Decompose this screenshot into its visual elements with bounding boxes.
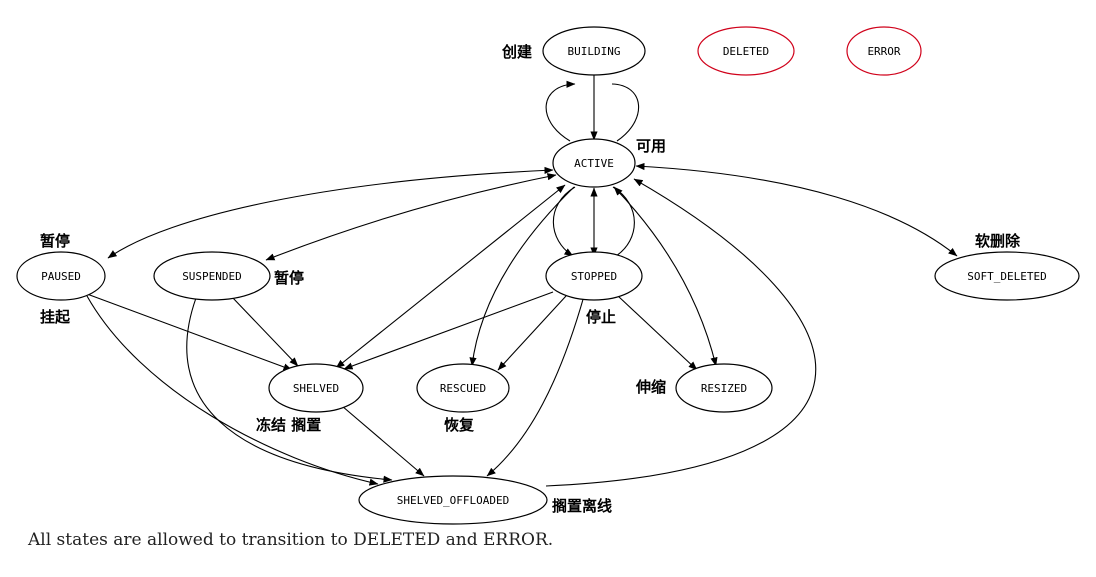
node-building-label: BUILDING — [568, 45, 621, 58]
annotation-stop: 停止 — [586, 308, 616, 326]
edge-active-loop-right — [611, 83, 640, 142]
annotation-suspend: 挂起 — [40, 308, 71, 326]
edge-active-loop-left — [545, 80, 576, 142]
node-rescued-label: RESCUED — [440, 382, 486, 395]
annotations: 创建 可用 暂停 暂停 挂起 停止 软删除 冻结 搁置 伸缩 恢复 搁置离线 — [40, 43, 1021, 515]
annotation-freeze-shelve: 冻结 搁置 — [256, 416, 321, 434]
node-suspended: SUSPENDED — [153, 251, 271, 301]
annotation-pause-top: 暂停 — [40, 232, 70, 250]
annotation-shelve-offload: 搁置离线 — [552, 497, 612, 515]
node-shelved-offloaded-label: SHELVED_OFFLOADED — [397, 494, 510, 507]
edge-active-suspended — [265, 173, 557, 261]
annotation-pause-suspend: 暂停 — [274, 269, 304, 287]
node-soft-deleted-label: SOFT_DELETED — [967, 270, 1046, 283]
node-shelved-offloaded: SHELVED_OFFLOADED — [358, 475, 548, 525]
edge-paused-shelved — [86, 293, 293, 371]
edges — [86, 75, 958, 487]
node-stopped: STOPPED — [545, 251, 643, 301]
annotation-recover: 恢复 — [444, 416, 475, 434]
node-active: ACTIVE — [552, 138, 636, 188]
edge-active-resized — [613, 186, 718, 367]
edge-shelved-offloaded — [341, 405, 425, 477]
node-shelved: SHELVED — [268, 363, 364, 413]
edge-suspended-offloaded — [186, 297, 393, 483]
edge-stopped-rescued — [497, 295, 567, 371]
node-rescued: RESCUED — [416, 363, 510, 413]
node-shelved-label: SHELVED — [293, 382, 339, 395]
diagram-caption: All states are allowed to transition to … — [28, 530, 554, 550]
node-deleted: DELETED — [697, 26, 795, 76]
edge-active-shelved — [335, 184, 566, 369]
annotation-soft-delete: 软删除 — [975, 232, 1021, 250]
edge-offloaded-active — [545, 178, 817, 487]
state-diagram: BUILDING DELETED ERROR ACTIVE PAUSED SUS… — [16, 26, 1080, 525]
edge-stopped-offloaded — [486, 295, 585, 477]
node-paused: PAUSED — [16, 251, 106, 301]
nodes: BUILDING DELETED ERROR ACTIVE PAUSED SUS… — [16, 26, 1080, 525]
annotation-create: 创建 — [501, 43, 533, 61]
node-building: BUILDING — [542, 26, 646, 76]
node-stopped-label: STOPPED — [571, 270, 617, 283]
edge-stopped-resized — [617, 295, 698, 371]
edge-stopped-shelved — [343, 291, 554, 370]
edge-active-rescued — [469, 186, 575, 367]
annotation-available: 可用 — [636, 137, 666, 155]
node-deleted-label: DELETED — [723, 45, 769, 58]
node-active-label: ACTIVE — [574, 157, 614, 170]
edge-active-paused — [107, 166, 554, 259]
node-soft-deleted: SOFT_DELETED — [934, 251, 1080, 301]
annotation-resize: 伸缩 — [635, 378, 666, 396]
edge-suspended-shelved — [231, 296, 299, 367]
node-paused-label: PAUSED — [41, 270, 81, 283]
node-error-label: ERROR — [867, 45, 900, 58]
node-error: ERROR — [846, 26, 922, 76]
node-resized-label: RESIZED — [701, 382, 747, 395]
node-resized: RESIZED — [675, 363, 773, 413]
node-suspended-label: SUSPENDED — [182, 270, 242, 283]
edge-active-soft-deleted — [635, 162, 958, 257]
